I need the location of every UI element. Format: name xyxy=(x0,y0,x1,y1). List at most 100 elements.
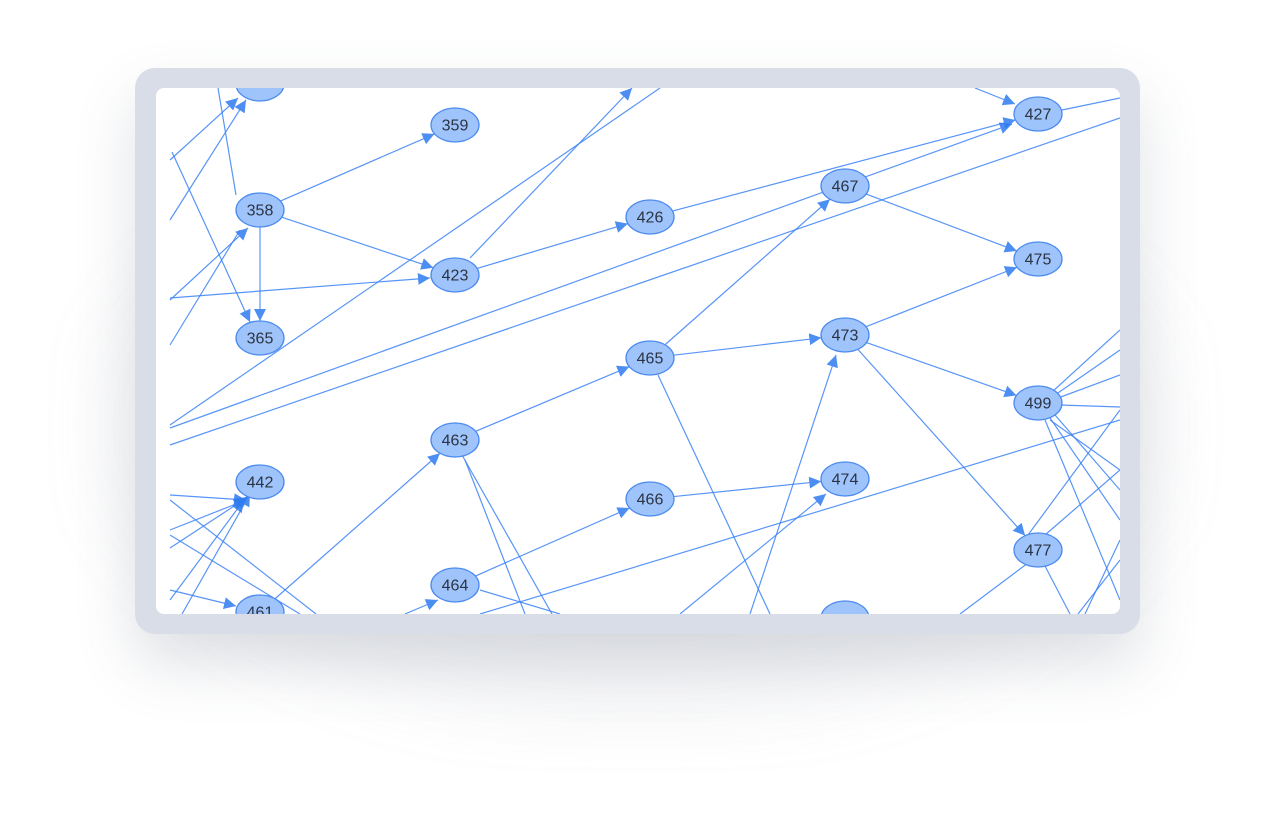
graph-node-365[interactable]: 365 xyxy=(235,320,285,356)
nodes-layer: 359 358 365 423 426 467 427 475 465 473 499 463 442 4… xyxy=(235,88,1063,615)
node-label: 474 xyxy=(832,472,859,489)
graph-svg[interactable]: 359 358 365 423 426 467 427 475 465 473 499 463 442 4… xyxy=(156,88,1120,614)
edge-offscreen-22 xyxy=(464,459,526,614)
edges-layer xyxy=(169,88,1120,614)
graph-node-474[interactable]: 474 xyxy=(820,461,870,497)
edge-offscreen-19 xyxy=(169,499,317,614)
graph-node-442[interactable]: 442 xyxy=(235,464,285,500)
edge-offscreen-42 xyxy=(1084,539,1120,614)
graph-node-423[interactable]: 423 xyxy=(430,257,480,293)
graph-node-464[interactable]: 464 xyxy=(430,567,480,603)
edge-n423-n426 xyxy=(476,221,629,269)
graph-node-467[interactable]: 467 xyxy=(820,168,870,204)
edge-offscreen-41 xyxy=(1077,559,1120,614)
edge-offscreen-6 xyxy=(169,272,431,299)
node-label: 427 xyxy=(1025,107,1052,124)
graph-node-473[interactable]: 473 xyxy=(820,317,870,353)
edge-offscreen-8 xyxy=(169,88,661,426)
graph-node-465[interactable]: 465 xyxy=(625,340,675,376)
node-label: 477 xyxy=(1025,543,1052,560)
edge-offscreen-17 xyxy=(181,493,251,614)
edge-offscreen-37 xyxy=(1044,419,1120,601)
edge-offscreen-18 xyxy=(169,589,237,610)
node-label: 466 xyxy=(637,492,664,509)
graph-node-463[interactable]: 463 xyxy=(430,422,480,458)
edge-offscreen-39 xyxy=(1027,409,1120,536)
edge-n473-n475 xyxy=(865,266,1018,328)
node-ellipse xyxy=(820,600,870,614)
edge-n467-n475 xyxy=(865,193,1018,253)
edge-n465-n473 xyxy=(673,333,822,356)
graph-node-427[interactable]: 427 xyxy=(1013,96,1063,132)
edge-offscreen-27 xyxy=(749,354,838,614)
graph-node-358[interactable]: 358 xyxy=(235,192,285,228)
edge-offscreen-11 xyxy=(1061,97,1120,111)
edge-offscreen-2 xyxy=(217,88,237,196)
edge-offscreen-25 xyxy=(479,419,1120,614)
node-label: 463 xyxy=(442,433,469,450)
graph-node-359[interactable]: 359 xyxy=(430,107,480,143)
node-ellipse xyxy=(235,594,285,614)
node-ellipse xyxy=(1013,96,1063,132)
edge-offscreen-29 xyxy=(959,562,1029,614)
edge-n465-n467 xyxy=(664,198,831,346)
edge-offscreen-33 xyxy=(1057,374,1120,399)
edge-offscreen-36 xyxy=(1049,419,1120,471)
graph-node-426[interactable]: 426 xyxy=(625,199,675,235)
edge-offscreen-14 xyxy=(169,498,247,531)
edge-n464-n466 xyxy=(475,507,630,577)
edge-n473-n499 xyxy=(866,342,1017,398)
edge-offscreen-7 xyxy=(469,88,633,259)
edge-offscreen-28 xyxy=(657,374,771,614)
edge-offscreen-13 xyxy=(169,493,247,506)
edge-n473-n477 xyxy=(857,348,1026,537)
node-label: 426 xyxy=(637,210,664,227)
edge-offscreen-34 xyxy=(1059,404,1120,408)
edge-offscreen-16 xyxy=(169,499,245,601)
node-ellipse xyxy=(235,192,285,228)
edge-offscreen-10 xyxy=(169,117,1120,446)
node-ellipse xyxy=(430,107,480,143)
node-label: 358 xyxy=(247,203,274,220)
edge-offscreen-40 xyxy=(1044,469,1120,536)
edge-offscreen-12 xyxy=(974,88,1016,106)
node-label: 465 xyxy=(637,351,664,368)
edge-n426-n427 xyxy=(672,117,1016,212)
node-ellipse xyxy=(820,461,870,497)
node-label: 464 xyxy=(442,578,469,595)
node-ellipse xyxy=(820,317,870,353)
edge-offscreen-32 xyxy=(1054,349,1120,396)
graph-node-n0[interactable] xyxy=(235,88,285,102)
edge-offscreen-5 xyxy=(169,229,241,346)
node-ellipse xyxy=(625,340,675,376)
node-label: 423 xyxy=(442,268,469,285)
node-ellipse xyxy=(1013,385,1063,421)
node-ellipse xyxy=(625,481,675,517)
edge-offscreen-0 xyxy=(169,97,239,161)
edge-offscreen-38 xyxy=(1054,414,1120,491)
graph-node-475[interactable]: 475 xyxy=(1013,241,1063,277)
edge-offscreen-3 xyxy=(171,151,251,323)
node-ellipse xyxy=(430,257,480,293)
node-ellipse xyxy=(625,199,675,235)
node-label: 461 xyxy=(247,605,274,615)
graph-node-477[interactable]: 477 xyxy=(1013,532,1063,568)
graph-canvas[interactable]: 359 358 365 423 426 467 427 475 465 473 499 463 442 4… xyxy=(156,88,1120,614)
node-ellipse xyxy=(1013,532,1063,568)
node-label: 365 xyxy=(247,331,274,348)
edge-offscreen-23 xyxy=(461,454,553,614)
node-ellipse xyxy=(235,320,285,356)
edge-n358-n423 xyxy=(281,216,434,270)
node-ellipse xyxy=(235,88,285,102)
node-ellipse xyxy=(430,422,480,458)
node-ellipse xyxy=(820,168,870,204)
edge-n358-n359 xyxy=(280,133,435,202)
node-ellipse xyxy=(1013,241,1063,277)
graph-node-466[interactable]: 466 xyxy=(625,481,675,517)
node-label: 475 xyxy=(1025,252,1052,269)
edge-n463-n465 xyxy=(475,365,630,432)
edge-offscreen-35 xyxy=(1049,417,1120,521)
graph-node-461[interactable]: 461 xyxy=(235,594,285,615)
graph-node-499[interactable]: 499 xyxy=(1013,385,1063,421)
graph-node-nB[interactable] xyxy=(820,600,870,614)
